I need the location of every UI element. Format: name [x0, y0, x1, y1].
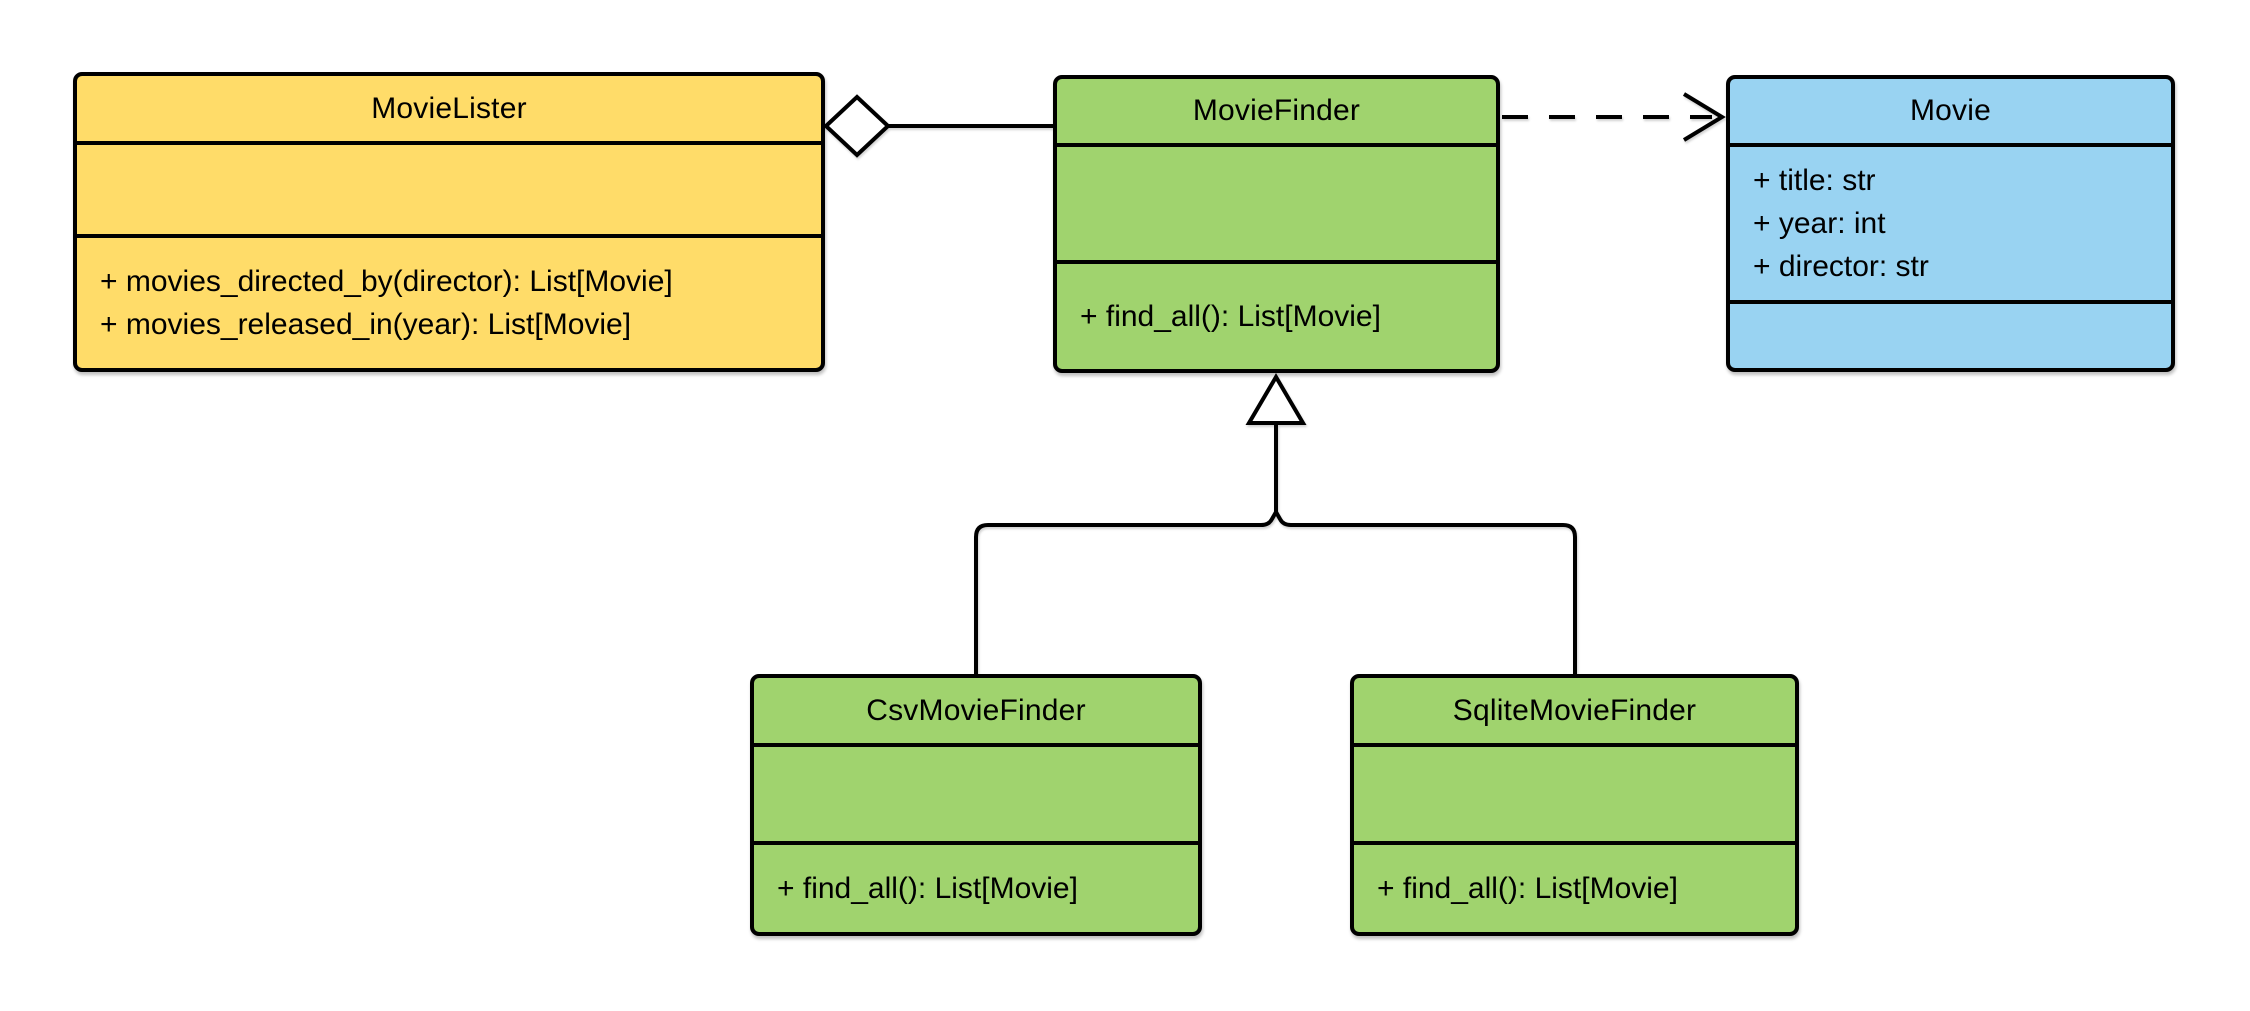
class-sqlitemoviefinder[interactable]: SqliteMovieFinder + find_all(): List[Mov…	[1350, 674, 1799, 936]
class-methods-section	[1730, 304, 2171, 368]
hollow-triangle-icon	[1245, 373, 1307, 425]
aggregation-connector	[823, 94, 1053, 158]
method-item: + find_all(): List[Movie]	[1080, 300, 1381, 333]
dependency-connector	[1502, 92, 1726, 142]
class-title-bar: MovieLister	[77, 76, 821, 145]
attribute-item: + title: str	[1753, 164, 1876, 197]
class-attributes-section	[754, 747, 1198, 845]
class-attributes-section	[1354, 747, 1795, 845]
class-csvmoviefinder[interactable]: CsvMovieFinder + find_all(): List[Movie]	[750, 674, 1202, 936]
class-methods-section: + find_all(): List[Movie]	[1057, 264, 1496, 369]
class-name: Movie	[1909, 94, 1992, 127]
class-methods-section: + find_all(): List[Movie]	[1354, 845, 1795, 932]
method-item: + movies_released_in(year): List[Movie]	[100, 308, 632, 341]
class-attributes-section: + title: str + year: int + director: str	[1730, 147, 2171, 304]
class-name: MovieLister	[371, 91, 527, 125]
attribute-item: + year: int	[1753, 207, 1886, 240]
generalization-branch-line	[974, 507, 1577, 676]
hollow-diamond-icon	[823, 94, 891, 158]
class-attributes-section	[1057, 147, 1496, 264]
class-title-bar: SqliteMovieFinder	[1354, 678, 1795, 747]
class-movie[interactable]: Movie + title: str + year: int + directo…	[1726, 75, 2175, 372]
open-arrowhead-icon	[1682, 92, 1726, 142]
class-attributes-section	[77, 145, 821, 238]
class-title-bar: Movie	[1730, 79, 2171, 147]
class-methods-section: + find_all(): List[Movie]	[754, 845, 1198, 932]
class-title-bar: CsvMovieFinder	[754, 678, 1198, 747]
class-moviefinder[interactable]: MovieFinder + find_all(): List[Movie]	[1053, 75, 1500, 373]
class-methods-section: + movies_directed_by(director): List[Mov…	[77, 238, 821, 368]
method-item: + movies_directed_by(director): List[Mov…	[100, 265, 673, 298]
method-item: + find_all(): List[Movie]	[1377, 872, 1678, 905]
class-movielister[interactable]: MovieLister + movies_directed_by(directo…	[73, 72, 825, 372]
class-name: CsvMovieFinder	[866, 693, 1086, 727]
class-name: MovieFinder	[1192, 94, 1361, 127]
class-name: SqliteMovieFinder	[1452, 693, 1697, 727]
class-title-bar: MovieFinder	[1057, 79, 1496, 147]
method-item: + find_all(): List[Movie]	[777, 872, 1078, 905]
generalization-connector	[974, 373, 1577, 676]
attribute-item: + director: str	[1753, 250, 1929, 283]
